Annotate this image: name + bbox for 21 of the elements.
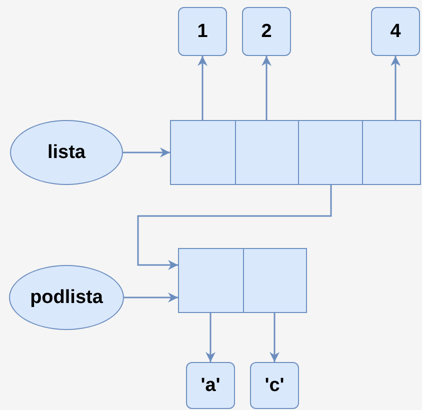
arrow (137, 185, 332, 270)
value-box: 1 (178, 7, 227, 56)
value-box: 2 (242, 7, 291, 56)
variable-ellipse: lista (10, 120, 123, 185)
arrow (270, 313, 280, 362)
list-cell (235, 120, 299, 185)
list-cell (362, 120, 421, 185)
list-cell (243, 248, 307, 313)
arrow (390, 56, 400, 120)
value-box: 'a' (186, 362, 235, 409)
value-box: 'c' (250, 362, 299, 409)
arrow (123, 148, 170, 158)
arrow (198, 56, 208, 120)
value-box: 4 (371, 7, 420, 56)
list-cell (170, 120, 236, 185)
arrow (262, 56, 272, 120)
variable-ellipse: podlista (9, 265, 124, 330)
list-cell (298, 120, 363, 185)
arrow (124, 292, 178, 302)
arrow (206, 313, 216, 362)
list-cell (178, 248, 244, 313)
